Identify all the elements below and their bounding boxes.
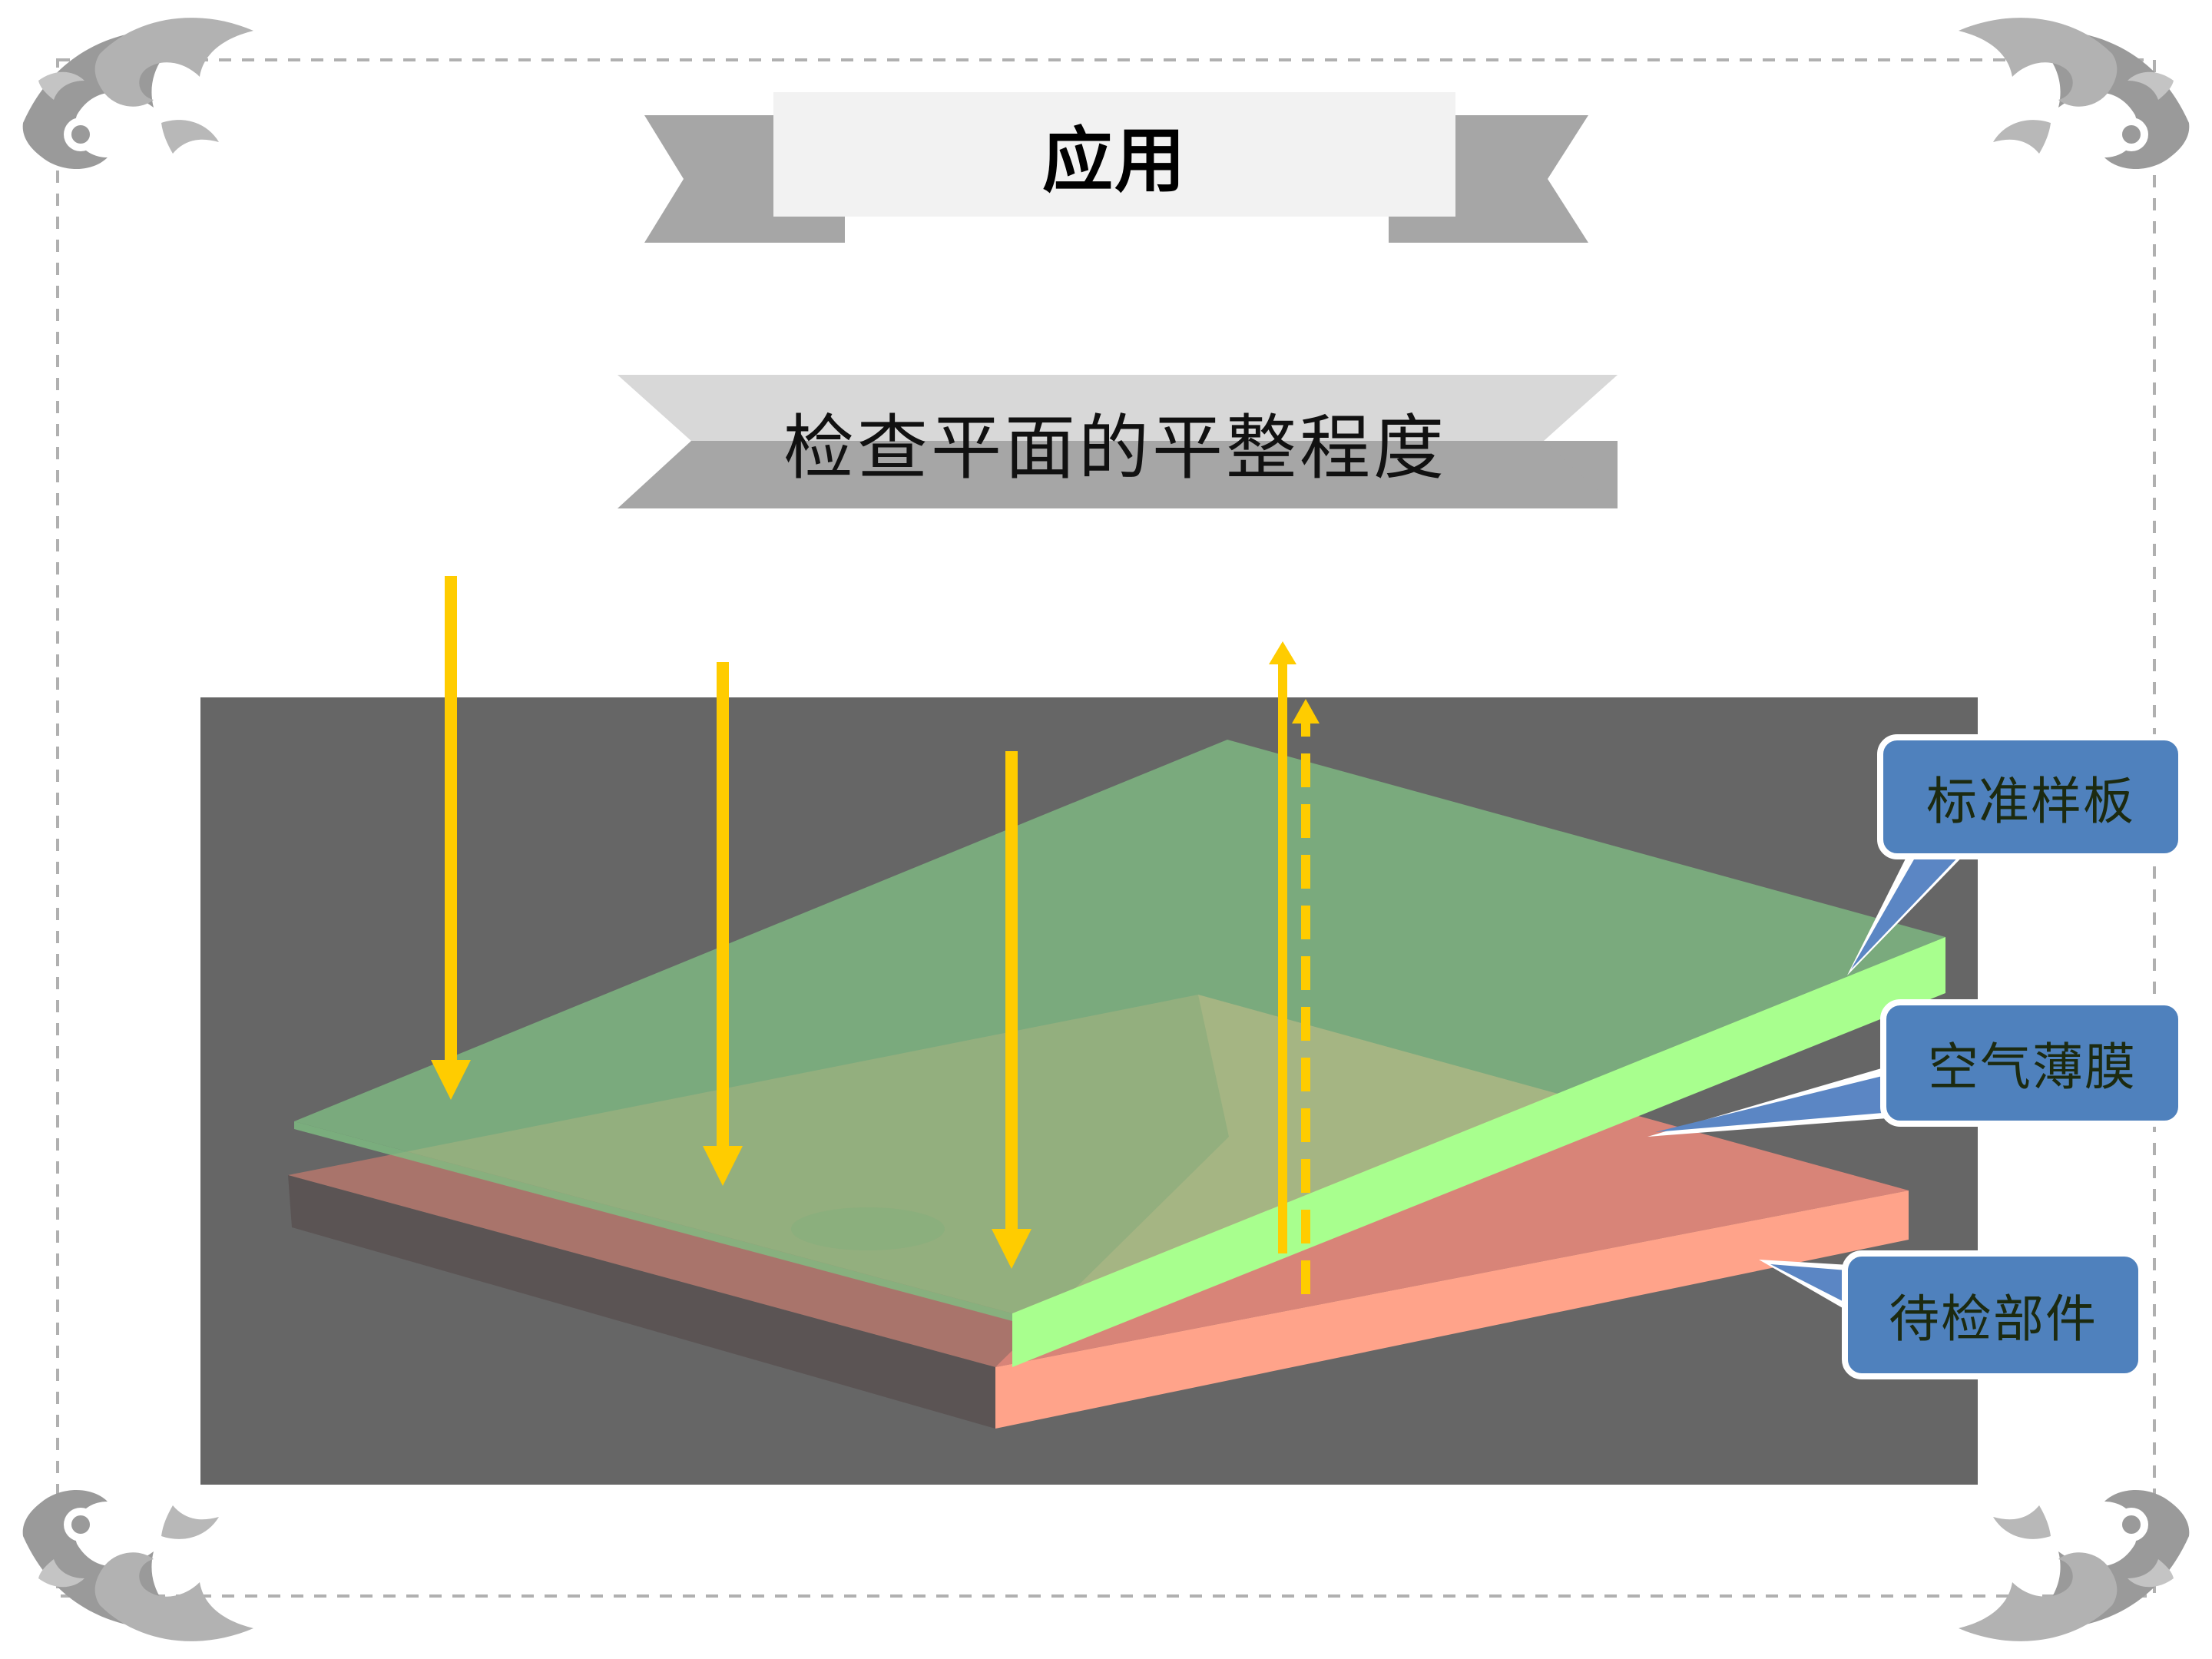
title-ribbon [644, 92, 1588, 243]
page-subtitle: 检查平面的平整程度 [783, 406, 1447, 489]
dashed-arrow-up-icon [1292, 699, 1320, 724]
corner-ornament-icon [1959, 1490, 2190, 1641]
arrow-up-icon [1269, 641, 1296, 664]
light-rays [431, 576, 1320, 1294]
corner-ornament-icon [22, 1490, 253, 1641]
arrow-down-icon [992, 1229, 1031, 1269]
label-standard-plate: 标准样板 [1926, 771, 2135, 831]
corner-ornament-icon [22, 18, 253, 169]
arrow-down-icon [703, 1146, 743, 1186]
corner-ornament-icon [1959, 18, 2190, 169]
callout-air-film [1647, 999, 2184, 1137]
label-air-film: 空气薄膜 [1928, 1038, 2137, 1097]
callout-standard-plate [1847, 734, 2184, 975]
interference-diagram [200, 576, 2184, 1485]
page-title: 应用 [1041, 119, 1187, 202]
callout-test-part [1759, 1250, 2144, 1379]
subtitle-ribbon [618, 375, 1618, 508]
standard-plate [294, 740, 1945, 1367]
label-test-part: 待检部件 [1889, 1290, 2098, 1349]
arrow-down-icon [431, 1060, 471, 1100]
